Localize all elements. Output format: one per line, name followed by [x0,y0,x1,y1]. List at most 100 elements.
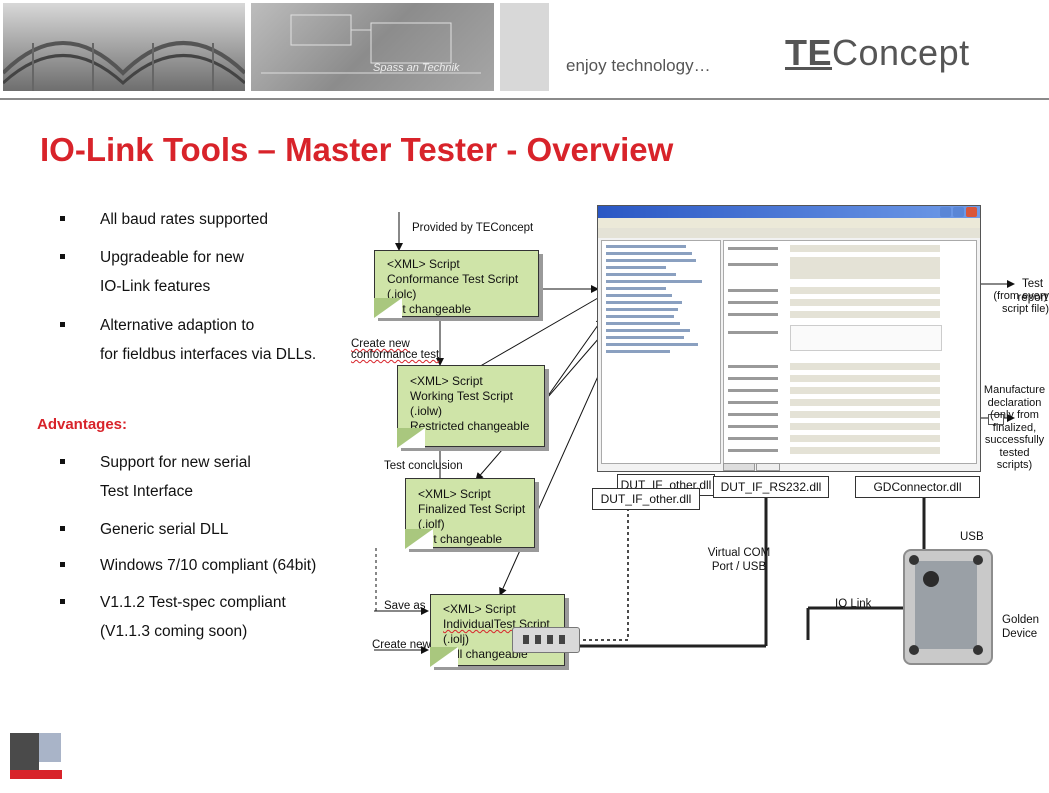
brand-mark-light [39,733,61,762]
tree-row [606,280,702,283]
bullet-mark [60,459,65,464]
logo-bold: TE [785,32,833,73]
individual-script-note: <XML> Script IndividualTest Script (.iol… [429,594,565,667]
create-new-label: Create new [372,639,431,651]
note-line: Not changeable [418,532,503,546]
dll-gdconnector: GDConnector.dll [855,476,980,498]
panel-tab [756,463,781,471]
prop-value [790,411,940,418]
panel-tab [723,463,755,471]
master-tester-window [597,205,981,472]
device-screw-icon [973,555,983,565]
advantage-item: Support for new serial [100,454,251,471]
io-link-label: IO Link [835,598,872,610]
advantage-item-cont: Test Interface [100,483,194,500]
feature-item: Alternative adaption to [100,317,255,334]
prop-value [790,423,940,430]
prop-label [728,365,778,368]
prop-label [728,425,778,428]
output-line: (only from [990,409,1039,421]
tree-row [606,252,692,255]
device-screw-icon [909,645,919,655]
page-title: IO-Link Tools – Master Tester - Overview [40,131,674,168]
tree-row [606,266,666,269]
output-line: declaration [987,396,1042,409]
prop-label [728,289,778,292]
maximize-icon [953,207,964,217]
note-line: <XML> Script [443,602,516,616]
close-icon [966,207,977,217]
note-line: Full changeable [443,647,528,661]
arrow-window-note2 [469,297,599,373]
device-screw-icon [909,555,919,565]
prop-value [790,325,942,351]
device-screw-icon [973,645,983,655]
brand-mark-dark [10,733,39,772]
virtual-com-line: Port / USB [711,561,767,573]
page-fold-icon [429,646,458,667]
photo-caption: Spass an Technik [373,62,460,74]
output-line: finalized, [992,421,1037,434]
minimize-icon [940,207,951,217]
page-fold-icon [404,528,433,549]
test-tree [601,240,721,464]
bullet-mark [60,599,65,604]
note-line: (.iolw) [410,404,442,418]
device-connector-icon [923,571,939,587]
note-line: Restricted changeable [410,419,530,433]
window-menubar [598,218,980,228]
prop-value [790,299,940,306]
logo-rest: Concept [832,32,970,73]
dll-other-front: DUT_IF_other.dll [592,488,700,510]
prop-label [728,413,778,416]
bridge-photo [1,3,247,91]
dll-rs232: DUT_IF_RS232.dll [713,476,829,498]
feature-item: Upgradeable for new [100,249,244,266]
arrow-note2-window [544,317,604,401]
circuit-photo [251,3,494,91]
prop-value [790,245,940,252]
prop-label [728,377,778,380]
tree-row [606,329,690,332]
prop-label [728,401,778,404]
tree-row [606,315,674,318]
window-toolbar [598,228,980,238]
window-titlebar [598,206,980,218]
prop-value [790,287,940,294]
brand-mark-red [10,770,62,779]
adapter-pin [547,635,553,644]
tagline: enjoy technology… [566,56,711,75]
page-fold-icon [396,427,425,448]
note-line: Not changeable [387,302,472,316]
golden-device-label: Golden Device [1002,613,1039,641]
serial-adapter-icon [512,627,580,653]
test-report-label: Test report [1016,277,1049,305]
company-logo: TEConcept [785,32,970,74]
note-line: Finalized Test Script [418,502,526,516]
finalized-script-note: <XML> Script Finalized Test Script (.iol… [404,478,535,549]
note-line: <XML> Script [410,374,483,388]
save-as-label: Save as [384,600,426,612]
tree-row [606,343,698,346]
bridge-arches-icon [1,41,247,91]
usb-label: USB [960,531,984,543]
prop-label [728,437,778,440]
tree-row [606,273,676,276]
tree-row [606,287,666,290]
header-divider [0,98,1049,100]
note-line: (.iolf) [418,517,445,531]
prop-value [790,399,940,406]
tree-row [606,322,680,325]
panel-tabs [723,463,781,473]
output-line: tested [999,446,1030,459]
advantage-item: Generic serial DLL [100,521,229,538]
tree-row [606,336,684,339]
conformance-script-note: <XML> Script Conformance Test Script (.i… [373,250,539,318]
tree-row [606,301,682,304]
tree-row [606,294,672,297]
bullet-mark [60,562,65,567]
prop-value [790,447,940,454]
working-script-note: <XML> Script Working Test Script (.iolw)… [396,365,545,448]
provided-by-label: Provided by TEConcept [412,222,534,234]
golden-device-icon [903,549,993,665]
